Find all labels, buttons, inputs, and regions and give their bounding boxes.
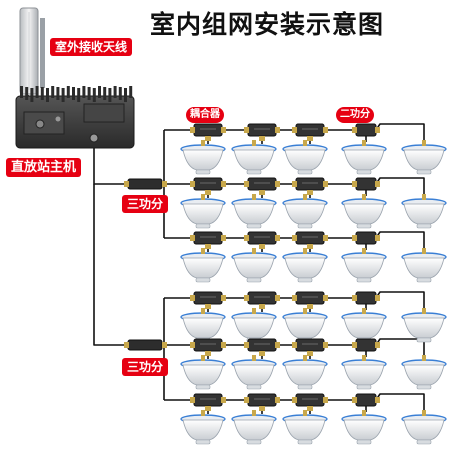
cable	[375, 123, 425, 142]
ceiling-antenna-icon	[180, 194, 226, 229]
splitter-icon	[352, 291, 380, 305]
coupler-icon	[292, 338, 328, 356]
ceiling-antenna-icon	[341, 194, 387, 229]
ceiling-antenna-icon	[282, 194, 328, 229]
coupler-icon	[244, 338, 280, 356]
cable	[375, 177, 425, 196]
splitter-icon	[124, 178, 167, 190]
ceiling-antenna-icon	[231, 308, 277, 343]
coupler-icon	[292, 231, 328, 249]
three-way-splitter-label-top: 三功分	[122, 195, 169, 213]
splitter-icon	[352, 231, 380, 245]
repeater-host-icon	[15, 86, 135, 149]
ceiling-antenna-icon	[180, 355, 226, 390]
ceiling-antenna-icon	[341, 248, 387, 283]
splitter-icon	[352, 123, 380, 137]
coupler-icon	[190, 231, 226, 249]
cable	[375, 338, 425, 357]
splitter-icon	[352, 338, 380, 352]
ceiling-antenna-icon	[282, 248, 328, 283]
ceiling-antenna-icon	[231, 355, 277, 390]
ceiling-antenna-icon	[282, 140, 328, 175]
coupler-icon	[244, 231, 280, 249]
cable	[375, 231, 425, 250]
splitter-icon	[352, 393, 380, 407]
ceiling-antenna-icon	[231, 194, 277, 229]
two-way-splitter-label: 二功分	[336, 107, 374, 123]
splitter-icon	[124, 339, 167, 351]
ceiling-antenna-icon	[180, 308, 226, 343]
coupler-icon	[244, 291, 280, 309]
ceiling-antenna-icon	[282, 308, 328, 343]
ceiling-antenna-icon	[180, 410, 226, 445]
cable	[93, 145, 124, 185]
ceiling-antenna-icon	[341, 410, 387, 445]
ceiling-antenna-icon	[401, 194, 447, 229]
ceiling-antenna-icon	[341, 355, 387, 390]
coupler-icon	[292, 123, 328, 141]
coupler-icon	[190, 291, 226, 309]
coupler-icon	[190, 338, 226, 356]
coupler-icon	[292, 393, 328, 411]
ceiling-antenna-icon	[282, 355, 328, 390]
cable	[93, 184, 124, 346]
ceiling-antenna-icon	[180, 140, 226, 175]
device-layer	[15, 7, 447, 445]
splitter-icon	[352, 177, 380, 191]
three-way-splitter-label-bottom: 三功分	[122, 358, 169, 376]
coupler-icon	[292, 177, 328, 195]
page-title: 室内组网安装示意图	[150, 10, 385, 39]
ceiling-antenna-icon	[341, 140, 387, 175]
ceiling-antenna-icon	[341, 308, 387, 343]
ceiling-antenna-icon	[231, 410, 277, 445]
cable	[375, 291, 425, 310]
outdoor-antenna-label: 室外接收天线	[50, 38, 133, 56]
repeater-host-label: 直放站主机	[6, 158, 82, 177]
ceiling-antenna-icon	[401, 410, 447, 445]
coupler-icon	[190, 177, 226, 195]
ceiling-antenna-icon	[282, 410, 328, 445]
ceiling-antenna-icon	[401, 248, 447, 283]
coupler-icon	[190, 393, 226, 411]
coupler-label: 耦合器	[186, 107, 224, 123]
ceiling-antenna-icon	[231, 140, 277, 175]
ceiling-antenna-icon	[231, 248, 277, 283]
panel-antenna-icon	[19, 7, 45, 95]
coupler-icon	[244, 123, 280, 141]
ceiling-antenna-icon	[401, 355, 447, 390]
ceiling-antenna-icon	[401, 308, 447, 343]
coupler-icon	[190, 123, 226, 141]
ceiling-antenna-icon	[401, 140, 447, 175]
coupler-icon	[244, 393, 280, 411]
coupler-icon	[292, 291, 328, 309]
ceiling-antenna-icon	[180, 248, 226, 283]
cable	[375, 393, 425, 412]
coupler-icon	[244, 177, 280, 195]
